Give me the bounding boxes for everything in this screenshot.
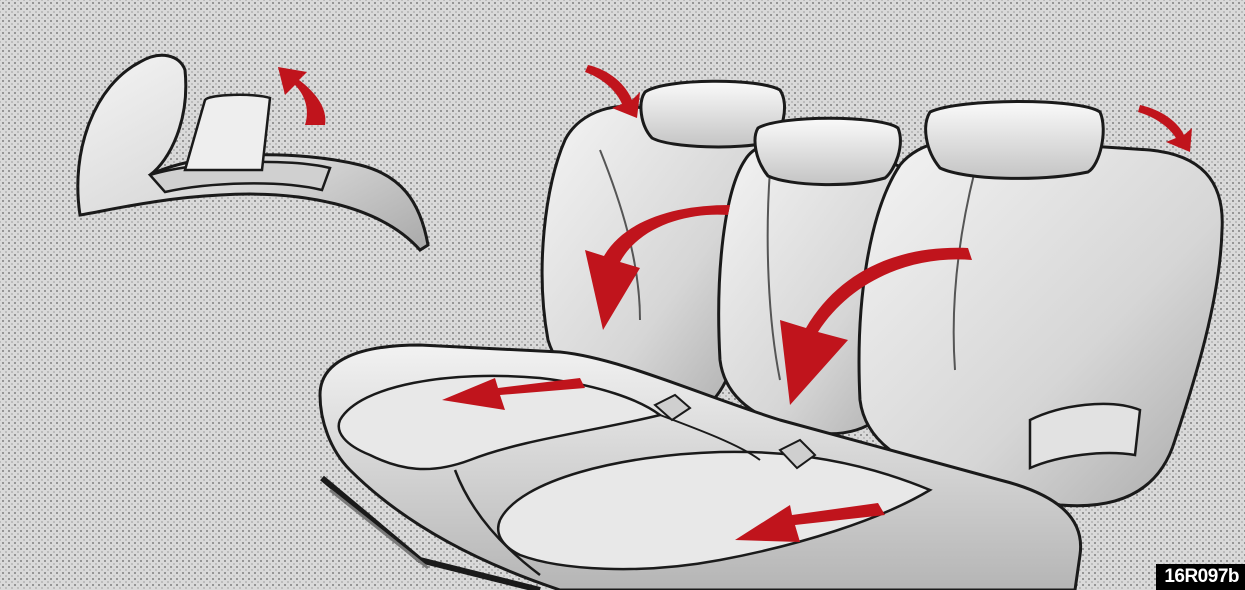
figure-code-label: 16R097b (1156, 564, 1245, 590)
lift-arrow-icon (1138, 105, 1192, 152)
inset-headrest-flap (185, 95, 270, 170)
inset-headrest-detail (78, 55, 428, 250)
lift-arrow-icon (278, 67, 325, 125)
right-headrest (926, 102, 1104, 179)
center-headrest (755, 118, 900, 184)
